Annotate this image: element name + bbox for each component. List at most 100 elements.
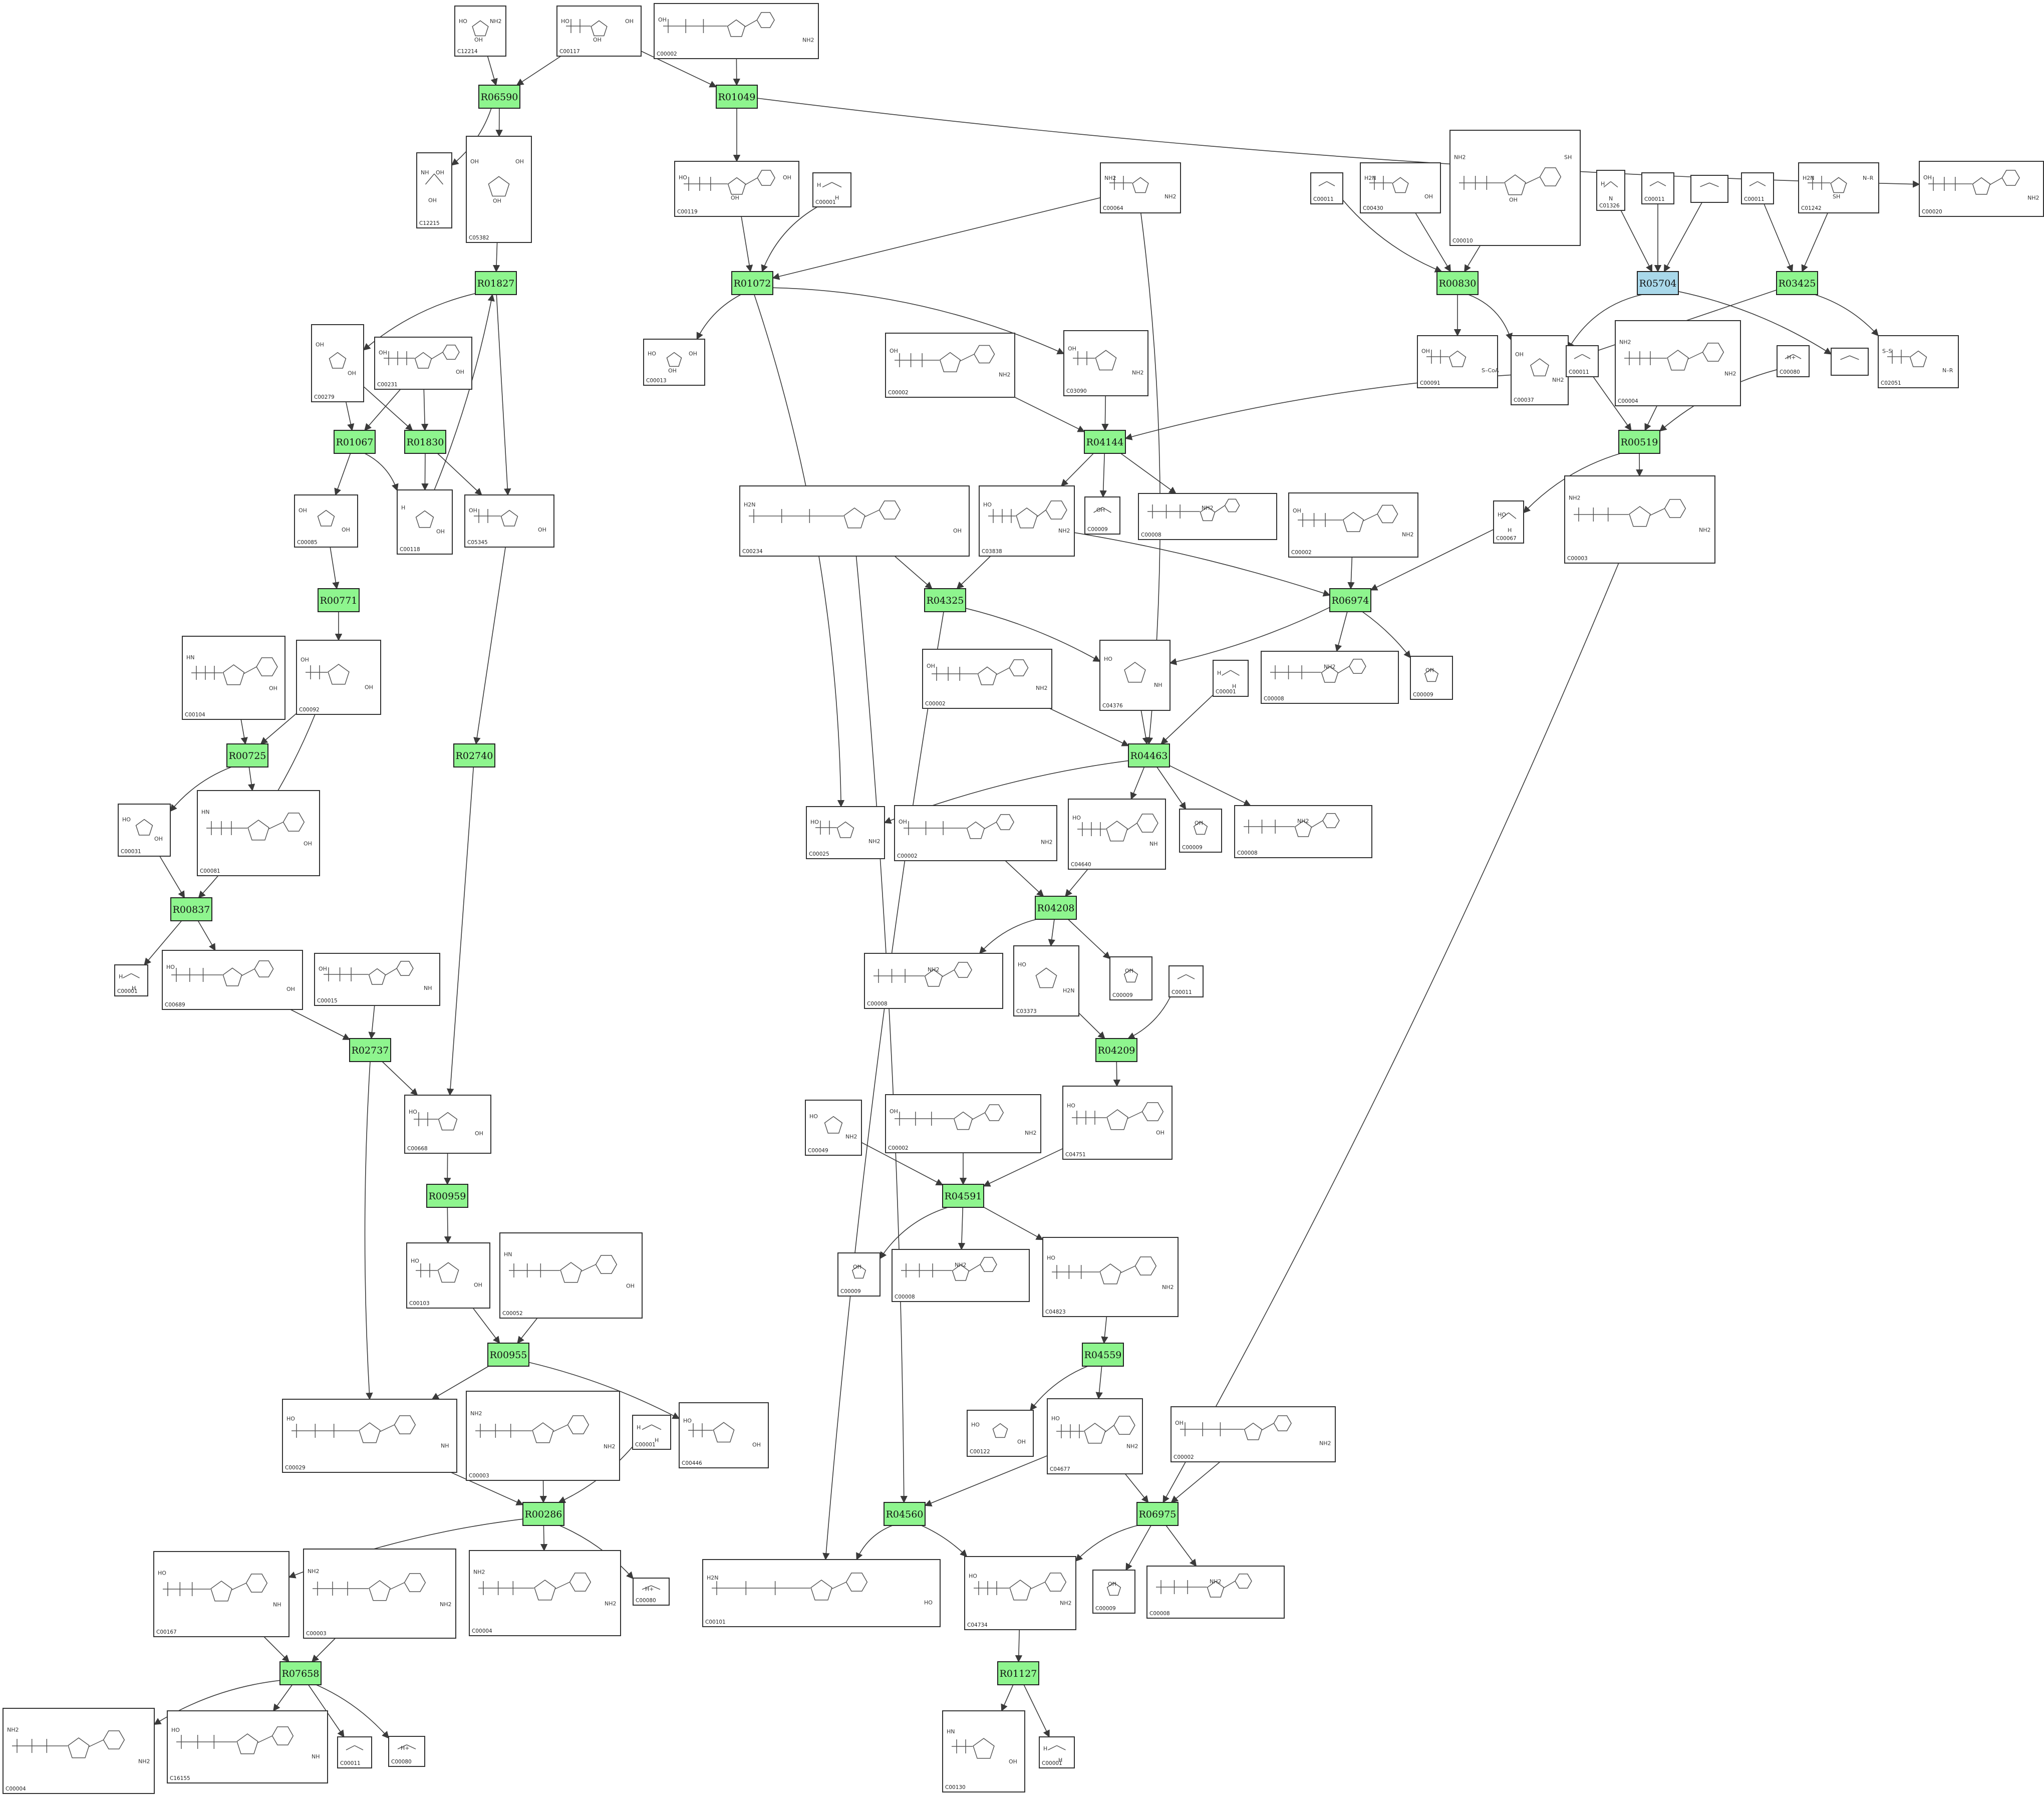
reaction-box[interactable] xyxy=(279,1661,322,1685)
compound-box[interactable] xyxy=(864,953,1003,1009)
compound-box[interactable] xyxy=(702,1559,941,1627)
compound-box[interactable] xyxy=(885,1094,1041,1153)
compound-box[interactable] xyxy=(282,1399,457,1473)
compound-box[interactable] xyxy=(1146,1566,1285,1619)
compound-node[interactable] xyxy=(1831,348,1869,376)
reaction-box[interactable] xyxy=(334,430,376,454)
reaction-box[interactable] xyxy=(404,430,446,454)
compound-box[interactable] xyxy=(397,489,453,555)
compound-node[interactable]: H+C00080 xyxy=(633,1578,670,1606)
reaction-box[interactable] xyxy=(522,1502,564,1526)
reaction-node[interactable]: R00830 xyxy=(1436,271,1479,295)
compound-box[interactable] xyxy=(632,1415,671,1450)
compound-box[interactable] xyxy=(311,324,364,402)
reaction-node[interactable]: R05704 xyxy=(1637,271,1679,295)
compound-box[interactable] xyxy=(805,1100,862,1156)
reaction-node[interactable]: R01072 xyxy=(731,271,773,295)
reaction-box[interactable] xyxy=(1095,1038,1137,1062)
compound-box[interactable] xyxy=(1641,172,1674,204)
compound-box[interactable] xyxy=(922,649,1052,709)
compound-box[interactable] xyxy=(153,1551,289,1637)
compound-box[interactable] xyxy=(388,1736,425,1767)
compound-box[interactable] xyxy=(1417,335,1498,388)
compound-box[interactable] xyxy=(885,333,1015,398)
compound-box[interactable] xyxy=(1777,345,1810,377)
reaction-node[interactable]: R04559 xyxy=(1082,1343,1124,1367)
reaction-box[interactable] xyxy=(426,1184,468,1208)
compound-box[interactable] xyxy=(942,1710,1025,1792)
compound-box[interactable] xyxy=(633,1578,670,1606)
reaction-node[interactable]: R01830 xyxy=(404,430,446,454)
compound-box[interactable] xyxy=(1493,500,1524,544)
compound-box[interactable] xyxy=(1596,170,1625,211)
reaction-box[interactable] xyxy=(226,743,268,767)
compound-box[interactable] xyxy=(404,1095,491,1154)
reaction-node[interactable]: R04144 xyxy=(1084,430,1126,454)
compound-box[interactable] xyxy=(1013,945,1079,1016)
reaction-node[interactable]: R04209 xyxy=(1095,1038,1137,1062)
compound-box[interactable] xyxy=(1831,348,1869,376)
reaction-node[interactable]: R00286 xyxy=(522,1502,564,1526)
compound-box[interactable] xyxy=(674,161,799,217)
compound-node[interactable]: C00011 xyxy=(1310,172,1343,204)
compound-box[interactable] xyxy=(979,485,1075,557)
reaction-node[interactable]: R04560 xyxy=(884,1502,926,1526)
compound-box[interactable] xyxy=(1564,475,1715,564)
reaction-node[interactable]: R00725 xyxy=(226,743,268,767)
compound-box[interactable] xyxy=(466,136,532,243)
reaction-node[interactable]: R01827 xyxy=(475,271,517,295)
reaction-box[interactable] xyxy=(1035,896,1077,920)
compound-box[interactable] xyxy=(406,1242,490,1309)
reaction-box[interactable] xyxy=(1329,588,1371,612)
compound-box[interactable] xyxy=(1042,1237,1179,1317)
compound-box[interactable] xyxy=(679,1402,769,1468)
compound-box[interactable] xyxy=(1449,130,1581,246)
reaction-node[interactable]: R04325 xyxy=(924,588,966,612)
compound-node[interactable]: C00011 xyxy=(1741,172,1774,204)
compound-box[interactable] xyxy=(296,640,381,715)
compound-box[interactable] xyxy=(1100,162,1181,213)
compound-box[interactable] xyxy=(1109,956,1152,1000)
compound-box[interactable] xyxy=(1288,492,1418,558)
reaction-box[interactable] xyxy=(1084,430,1126,454)
compound-node[interactable]: C00011 xyxy=(337,1736,372,1768)
compound-box[interactable] xyxy=(1179,809,1222,853)
compound-box[interactable] xyxy=(1310,172,1343,204)
compound-box[interactable] xyxy=(337,1736,372,1768)
compound-box[interactable] xyxy=(1047,1398,1143,1474)
compound-node[interactable]: C00011 xyxy=(1641,172,1674,204)
reaction-box[interactable] xyxy=(731,271,773,295)
